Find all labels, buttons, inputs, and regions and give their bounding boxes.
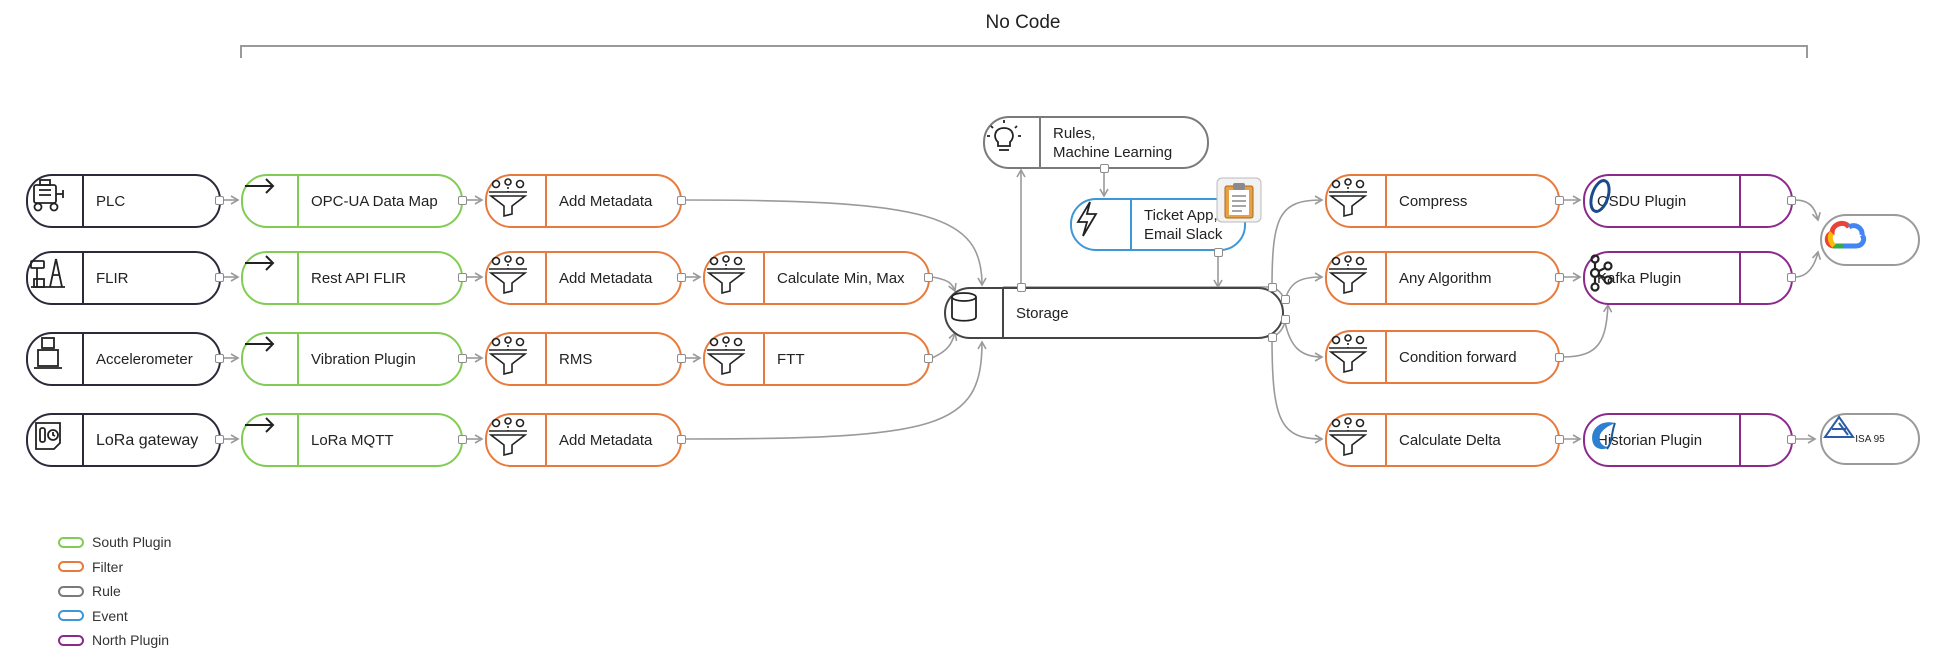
south-vibration-label: Vibration Plugin (311, 350, 416, 368)
legend-swatch-filter (58, 561, 84, 573)
south-restapi[interactable]: Rest API FLIR (241, 251, 463, 305)
filter-condition-forward-label: Condition forward (1399, 348, 1517, 366)
legend-label-rule: Rule (92, 583, 121, 600)
osdu-logo-icon (1589, 176, 1791, 226)
filter-add-metadata-2[interactable]: Add Metadata (485, 251, 682, 305)
gears-funnel-icon (487, 334, 547, 384)
storage-node[interactable]: Storage (944, 287, 1284, 339)
filter-condition-forward[interactable]: Condition forward (1325, 330, 1560, 384)
filter-calculate-delta-label: Calculate Delta (1399, 431, 1501, 449)
south-opcua-label: OPC-UA Data Map (311, 192, 438, 210)
gears-funnel-icon (1327, 253, 1387, 303)
generator-icon (28, 176, 84, 226)
filter-calculate-delta[interactable]: Calculate Delta (1325, 413, 1560, 467)
no-code-title: No Code (985, 12, 1061, 33)
camera-tower-icon (28, 253, 84, 303)
rule-node[interactable]: Rules, Machine Learning (983, 116, 1209, 169)
device-accelerometer[interactable]: Accelerometer (26, 332, 221, 386)
filter-calc-min-max-label: Calculate Min, Max (777, 269, 905, 287)
isa95-destination[interactable]: ISA 95 (1820, 413, 1920, 465)
rule-label: Rules, Machine Learning (1053, 124, 1173, 161)
legend-label-event: Event (92, 607, 128, 624)
isa95-label: ISA 95 (1855, 433, 1885, 445)
filter-ftt[interactable]: FTT (703, 332, 930, 386)
filter-calc-min-max[interactable]: Calculate Min, Max (703, 251, 930, 305)
legend-item-rule: Rule (58, 579, 171, 604)
thermometer-gauge-icon (28, 415, 84, 465)
filter-add-metadata-2-label: Add Metadata (559, 269, 653, 287)
south-opcua[interactable]: OPC-UA Data Map (241, 174, 463, 228)
clipboard-icon (1216, 177, 1262, 223)
arrow-right-icon (243, 415, 299, 465)
gears-funnel-icon (487, 415, 547, 465)
south-loramqtt[interactable]: LoRa MQTT (241, 413, 463, 467)
device-plc[interactable]: PLC (26, 174, 221, 228)
no-code-bracket (240, 45, 1808, 58)
filter-add-metadata-1[interactable]: Add Metadata (485, 174, 682, 228)
gears-funnel-icon (487, 253, 547, 303)
north-historian[interactable]: Historian Plugin (1583, 413, 1793, 467)
legend-label-filter: Filter (92, 558, 124, 575)
device-lora-label: LoRa gateway (96, 431, 199, 449)
filter-compress-label: Compress (1399, 192, 1468, 210)
event-label: Ticket App, Email Slack (1144, 206, 1223, 243)
legend-item-south: South Plugin (58, 530, 171, 555)
legend-label-north: North Plugin (92, 632, 170, 649)
south-vibration[interactable]: Vibration Plugin (241, 332, 463, 386)
filter-ftt-label: FTT (777, 350, 805, 368)
gears-funnel-icon (1327, 176, 1387, 226)
legend-label-south: South Plugin (92, 534, 172, 551)
filter-rms-label: RMS (559, 350, 593, 368)
filter-rms[interactable]: RMS (485, 332, 682, 386)
legend-swatch-event (58, 610, 84, 622)
arrow-right-icon (243, 176, 299, 226)
lightbulb-icon (985, 118, 1041, 167)
sensor-icon (28, 334, 84, 384)
legend-swatch-rule (58, 585, 84, 597)
gears-funnel-icon (1327, 415, 1387, 465)
filter-any-algorithm-label: Any Algorithm (1399, 269, 1492, 287)
gears-funnel-icon (705, 253, 765, 303)
filter-compress[interactable]: Compress (1325, 174, 1560, 228)
google-cloud-destination[interactable] (1820, 214, 1920, 266)
filter-add-metadata-1-label: Add Metadata (559, 192, 653, 210)
north-osdu[interactable]: OSDU Plugin (1583, 174, 1793, 228)
legend-item-event: Event (58, 604, 171, 629)
device-accelerometer-label: Accelerometer (96, 350, 193, 368)
arrow-right-icon (243, 253, 299, 303)
legend: South Plugin Filter Rule Event North Plu… (58, 530, 171, 653)
filter-add-metadata-4[interactable]: Add Metadata (485, 413, 682, 467)
kafka-logo-icon (1589, 253, 1791, 303)
lightning-icon (1072, 200, 1132, 249)
device-lora-gateway[interactable]: LoRa gateway (26, 413, 221, 467)
legend-item-north: North Plugin (58, 628, 171, 653)
gears-funnel-icon (487, 176, 547, 226)
gears-funnel-icon (1327, 332, 1387, 382)
legend-swatch-north (58, 634, 84, 646)
north-kafka[interactable]: Kafka Plugin (1583, 251, 1793, 305)
filter-add-metadata-4-label: Add Metadata (559, 431, 653, 449)
filter-any-algorithm[interactable]: Any Algorithm (1325, 251, 1560, 305)
historian-logo-icon (1592, 415, 1791, 465)
storage-label: Storage (1016, 304, 1069, 322)
device-flir-label: FLIR (96, 269, 129, 287)
south-restapi-label: Rest API FLIR (311, 269, 407, 287)
device-plc-label: PLC (96, 192, 126, 210)
gears-funnel-icon (705, 334, 765, 384)
arrow-right-icon (243, 334, 299, 384)
north-historian-label: Historian Plugin (1597, 431, 1703, 449)
south-loramqtt-label: LoRa MQTT (311, 431, 394, 449)
database-icon (946, 289, 1004, 337)
device-flir[interactable]: FLIR (26, 251, 221, 305)
north-kafka-label: Kafka Plugin (1597, 269, 1682, 287)
legend-swatch-south (58, 536, 84, 548)
legend-item-filter: Filter (58, 555, 171, 580)
north-osdu-label: OSDU Plugin (1597, 192, 1687, 210)
